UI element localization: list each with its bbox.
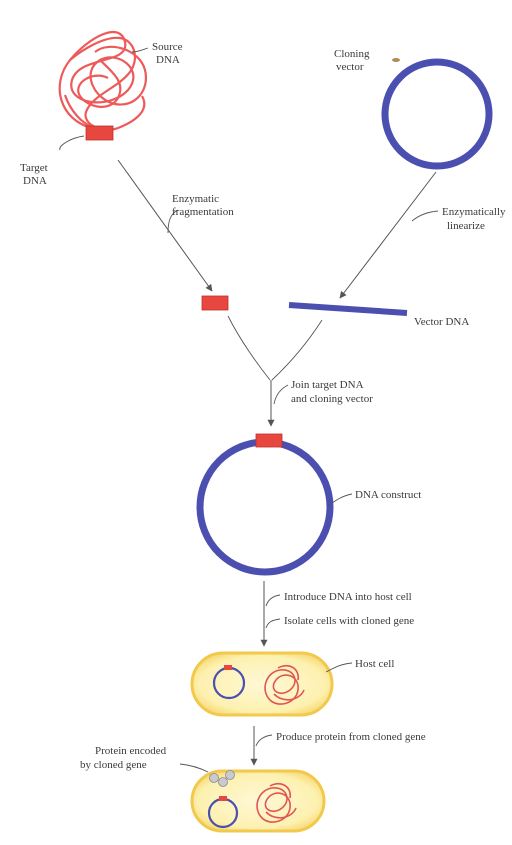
produce-leader: [255, 734, 273, 747]
dna-construct-ring: [196, 438, 334, 576]
host-plasmid-insert-2: [219, 796, 227, 801]
introduce-label: Introduce DNA into host cell: [284, 591, 412, 603]
fragmentation-leader: [167, 209, 179, 234]
protein-leader: [179, 763, 209, 773]
introduce-leader: [265, 594, 281, 607]
dna-construct-label: DNA construct: [355, 489, 421, 501]
linearize-leader: [411, 210, 439, 222]
isolate-leader: [265, 618, 281, 629]
target-fragment: [201, 295, 229, 311]
join-label: Join target DNA and cloning vector: [291, 379, 373, 405]
target-dna-leader: [59, 135, 85, 151]
isolate-label: Isolate cells with cloned gene: [284, 615, 414, 627]
target-dna-label: Target DNA: [20, 162, 51, 187]
host-plasmid-insert-1: [224, 665, 232, 670]
vector-dna-linear: [288, 302, 408, 316]
construct-target-insert: [255, 433, 283, 448]
source-dna-label: Source DNA: [152, 41, 185, 66]
fragmentation-arrow: [117, 159, 213, 292]
dna-construct-leader: [327, 493, 353, 507]
host-cell-label: Host cell: [355, 658, 394, 670]
enzymatically-linearize-label: Enzymatically linearize: [442, 206, 508, 232]
vector-marker-icon: [392, 58, 400, 62]
join-right-line: [271, 319, 323, 381]
host-chromosome-1: [264, 664, 305, 705]
enzymatic-fragmentation-label: Enzymatic fragmentation: [172, 193, 234, 218]
source-dna-leader: [131, 47, 149, 53]
host-cell-1: [190, 651, 334, 717]
vector-dna-label: Vector DNA: [414, 316, 469, 328]
cloning-vector-label: Cloning vector: [334, 48, 372, 73]
target-dna-segment: [85, 125, 114, 141]
protein-molecules-icon: [209, 770, 235, 787]
protein-label: Protein encoded by cloned gene: [80, 745, 169, 771]
linearize-arrow: [339, 171, 437, 299]
source-dna-tangle: [58, 30, 148, 131]
join-leader: [273, 384, 289, 405]
produce-label: Produce protein from cloned gene: [276, 731, 426, 743]
host-cell-leader: [325, 662, 353, 673]
cloning-vector-ring: [381, 58, 493, 170]
host-chromosome-2: [256, 782, 297, 823]
join-left-line: [227, 315, 271, 381]
host-cell-2: [190, 769, 326, 833]
